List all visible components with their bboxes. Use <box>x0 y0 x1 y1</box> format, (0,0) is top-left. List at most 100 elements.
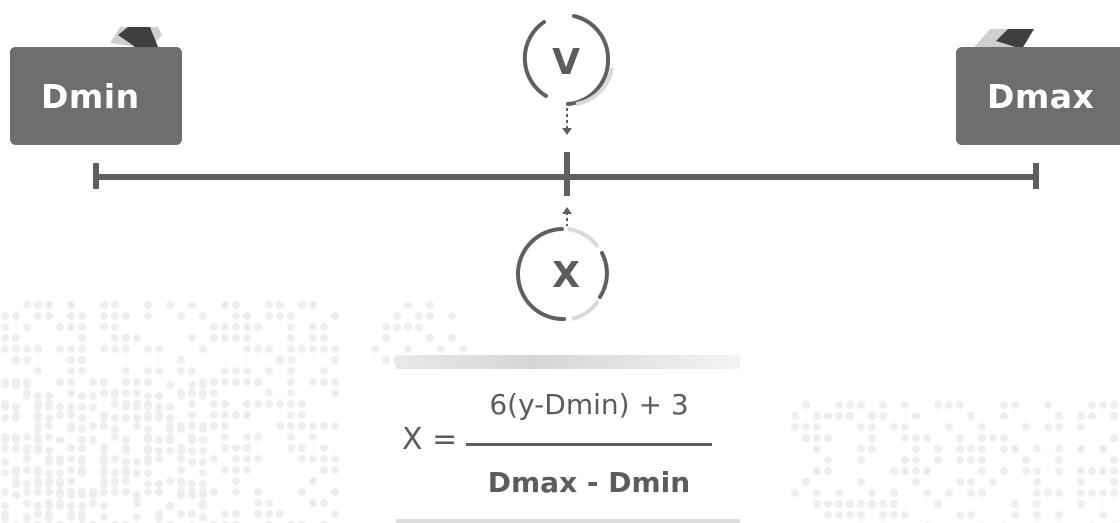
background-dot <box>1033 478 1041 486</box>
background-dot <box>956 511 964 519</box>
background-dot <box>188 367 196 375</box>
background-dot <box>802 434 810 442</box>
background-dot <box>298 488 306 496</box>
background-dot <box>12 480 20 488</box>
background-dot <box>45 301 53 309</box>
background-dot <box>265 389 273 397</box>
background-dot <box>309 323 317 331</box>
background-dot <box>890 500 898 508</box>
background-dot <box>221 301 229 309</box>
background-dot <box>868 423 876 431</box>
background-dot <box>868 412 876 420</box>
background-dot <box>67 466 75 474</box>
background-dot <box>298 444 306 452</box>
background-dot <box>1077 412 1085 420</box>
background-dot <box>1 345 9 353</box>
background-dot <box>144 469 152 477</box>
background-dot <box>78 436 86 444</box>
background-dot <box>67 491 75 499</box>
background-dot <box>56 458 64 466</box>
background-dot <box>12 414 20 422</box>
background-dot <box>1 414 9 422</box>
background-dot <box>34 469 42 477</box>
background-dot <box>1022 467 1030 475</box>
background-dot <box>78 356 86 364</box>
background-dot <box>144 425 152 433</box>
background-dot <box>23 488 31 496</box>
background-dot <box>23 466 31 474</box>
background-dot <box>155 480 163 488</box>
background-dot <box>320 422 328 430</box>
background-dot <box>23 301 31 309</box>
background-dot <box>45 447 53 455</box>
background-dot <box>100 488 108 496</box>
background-dot <box>111 392 119 400</box>
background-dot <box>133 469 141 477</box>
v-connector-arrow <box>562 128 572 135</box>
background-dot <box>934 456 942 464</box>
background-dot <box>188 389 196 397</box>
background-dot <box>34 301 42 309</box>
background-dot <box>67 411 75 419</box>
background-dot <box>122 334 130 342</box>
background-dot <box>309 301 317 309</box>
background-dot <box>122 345 130 353</box>
background-dot <box>34 502 42 510</box>
background-dot <box>265 510 273 518</box>
background-dot <box>188 301 196 309</box>
background-dot <box>956 456 964 464</box>
background-dot <box>133 403 141 411</box>
background-dot <box>901 434 909 442</box>
background-dot <box>133 389 141 397</box>
background-dot <box>199 447 207 455</box>
background-dot <box>978 456 986 464</box>
background-dot <box>404 323 412 331</box>
formula-lhs: X = <box>402 422 458 457</box>
background-dot <box>210 378 218 386</box>
background-dot <box>221 510 229 518</box>
background-dot <box>276 422 284 430</box>
background-dot <box>287 444 295 452</box>
background-dot <box>934 500 942 508</box>
background-dot <box>67 425 75 433</box>
background-dot <box>912 467 920 475</box>
background-dot <box>45 469 53 477</box>
background-dot <box>45 312 53 320</box>
background-dot <box>12 312 20 320</box>
background-dot <box>1033 467 1041 475</box>
background-dot <box>868 489 876 497</box>
background-dot <box>155 345 163 353</box>
background-dot <box>1011 511 1019 519</box>
background-dot <box>890 423 898 431</box>
background-dot <box>144 392 152 400</box>
background-dot <box>177 455 185 463</box>
background-dot <box>254 499 262 507</box>
background-dot <box>155 513 163 521</box>
background-dot <box>111 334 119 342</box>
background-dot <box>133 422 141 430</box>
background-dot <box>67 367 75 375</box>
background-dot <box>188 411 196 419</box>
background-dot <box>287 312 295 320</box>
background-dot <box>166 301 174 309</box>
background-dot <box>232 466 240 474</box>
background-dot <box>1022 456 1030 464</box>
circle-node-icon <box>516 226 612 322</box>
background-dot <box>813 500 821 508</box>
background-dot <box>144 345 152 353</box>
background-dot <box>12 403 20 411</box>
background-dot <box>320 444 328 452</box>
background-dot <box>437 345 445 353</box>
background-dot <box>1011 401 1019 409</box>
background-dot <box>144 301 152 309</box>
background-dot <box>1 488 9 496</box>
background-dot <box>901 456 909 464</box>
background-dot <box>210 323 218 331</box>
background-dot <box>331 356 339 364</box>
background-dot <box>34 510 42 518</box>
background-dot <box>89 499 97 507</box>
background-dot <box>901 467 909 475</box>
background-dot <box>287 400 295 408</box>
background-dot <box>122 447 130 455</box>
background-dot <box>221 466 229 474</box>
